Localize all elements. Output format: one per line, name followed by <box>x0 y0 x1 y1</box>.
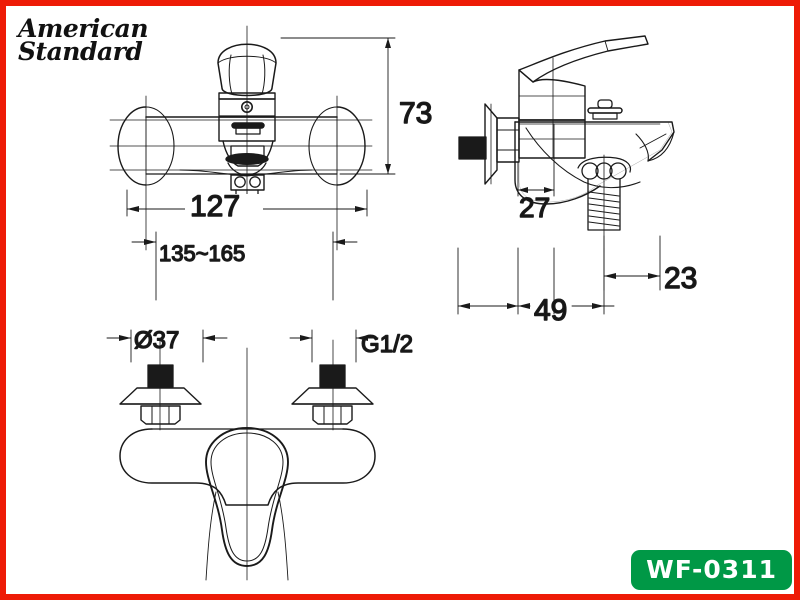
brand-logo-line2: Standard <box>18 37 143 66</box>
dimension-spread-135-165 <box>131 231 358 301</box>
product-code-badge: WF-0311 <box>631 550 792 590</box>
top-body-outline <box>119 428 376 506</box>
side-handle-lever <box>518 35 649 121</box>
dimension-label-127: 127 <box>190 190 240 223</box>
dimension-label-thread-g12: G1/2 <box>361 331 413 358</box>
side-cartridge-body <box>518 119 586 159</box>
front-diverter-button <box>231 122 265 135</box>
dimension-label-135-165: 135~165 <box>159 241 245 266</box>
front-handle-dome <box>217 43 277 97</box>
dimension-thread-g12 <box>289 329 379 363</box>
dimension-label-diameter-37: Ø37 <box>134 327 179 354</box>
top-right-inlet <box>291 364 374 425</box>
dimension-diameter-37 <box>106 329 228 363</box>
front-diverter-body <box>179 140 313 177</box>
dimension-projection-27 <box>517 123 555 197</box>
top-left-inlet <box>119 364 202 425</box>
top-plan-view <box>119 339 376 581</box>
top-centerlines <box>159 339 334 581</box>
dimension-offset-23 <box>603 235 661 291</box>
dimension-label-27: 27 <box>519 192 550 223</box>
side-wall-flange <box>458 103 498 185</box>
front-elevation-view <box>109 25 373 251</box>
dimension-label-73: 73 <box>399 97 432 130</box>
dimension-label-23: 23 <box>664 262 697 295</box>
front-left-endcap <box>117 106 175 186</box>
dimension-width-127 <box>126 189 368 220</box>
dimension-height-73 <box>280 37 396 175</box>
dimension-label-49: 49 <box>534 294 567 327</box>
top-lever-handle <box>205 427 289 581</box>
side-diverter-knob <box>587 99 623 120</box>
front-handle-base <box>218 116 276 142</box>
brand-logo: American Standard <box>18 14 149 66</box>
front-handle-collar <box>218 92 276 117</box>
front-right-endcap <box>308 106 366 186</box>
side-elevation-view <box>458 35 675 253</box>
brand-logo-line1: American <box>18 14 149 43</box>
